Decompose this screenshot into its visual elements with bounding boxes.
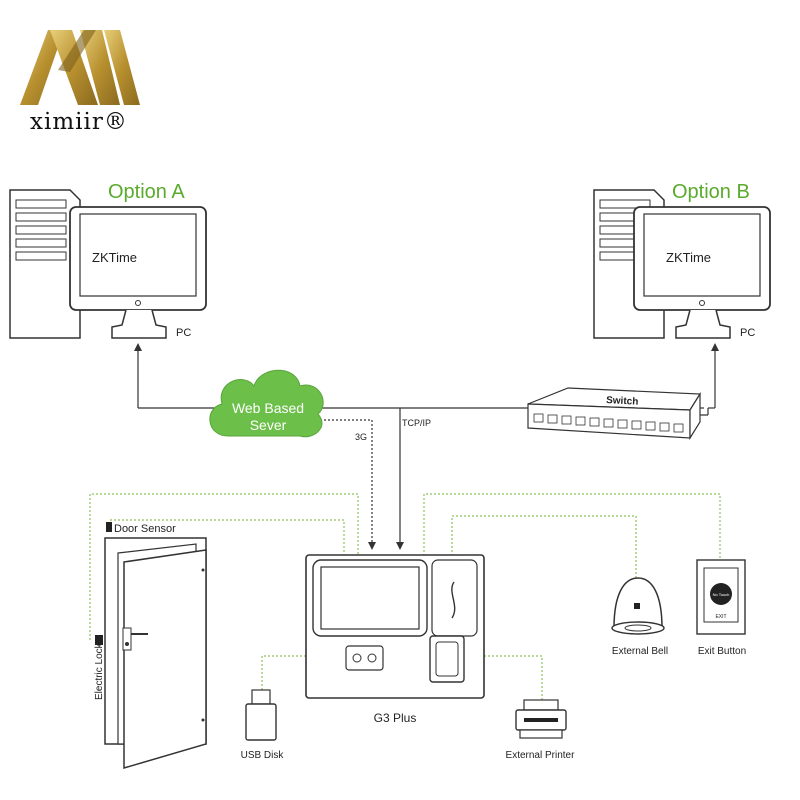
option-a-screen-text: ZKTime: [92, 250, 137, 265]
electric-lock-icon: [95, 635, 103, 645]
switch-label: Switch: [606, 395, 639, 408]
external-printer: External Printer: [506, 699, 576, 761]
electric-lock-label: Electric Lock: [94, 642, 105, 700]
cloud-line-1: Web Based: [232, 400, 304, 416]
option-b-pc-label: PC: [740, 327, 755, 339]
option-a-title: Option A: [108, 181, 185, 203]
door-sensor-label: Door Sensor: [114, 523, 176, 535]
link-3g-label: 3G: [355, 432, 367, 442]
pc-option-b: ZKTime PC Option B: [593, 181, 771, 339]
pc-option-a: ZKTime PC Option A: [9, 181, 207, 339]
external-bell-label: External Bell: [612, 646, 668, 657]
external-bell: External Bell: [611, 577, 668, 657]
door: Door Sensor Electric Lock: [94, 522, 207, 770]
option-b-title: Option B: [672, 181, 750, 203]
network-switch: Switch: [527, 387, 702, 441]
exit-button-face-text: No Touch: [713, 592, 730, 597]
brand-logo: ximiir®: [20, 30, 140, 135]
brand-name: ximiir®: [30, 109, 128, 135]
usb-disk-label: USB Disk: [241, 750, 285, 761]
network-lines: [134, 343, 719, 550]
g3-plus-device: G3 Plus: [305, 554, 485, 725]
exit-tag-text: EXIT: [715, 614, 726, 620]
door-sensor-icon: [106, 522, 112, 532]
link-tcpip-label: TCP/IP: [402, 418, 431, 428]
web-server-cloud: Web Based Sever: [209, 369, 324, 438]
option-a-pc-label: PC: [176, 327, 191, 339]
device-name: G3 Plus: [374, 711, 417, 725]
usb-disk: USB Disk: [241, 689, 285, 761]
exit-button-label: Exit Button: [698, 646, 746, 657]
bell-icon: [634, 603, 640, 609]
option-b-screen-text: ZKTime: [666, 250, 711, 265]
cloud-line-2: Sever: [250, 417, 287, 433]
exit-button-device: No Touch EXIT Exit Button: [696, 559, 746, 657]
external-printer-label: External Printer: [506, 750, 576, 761]
